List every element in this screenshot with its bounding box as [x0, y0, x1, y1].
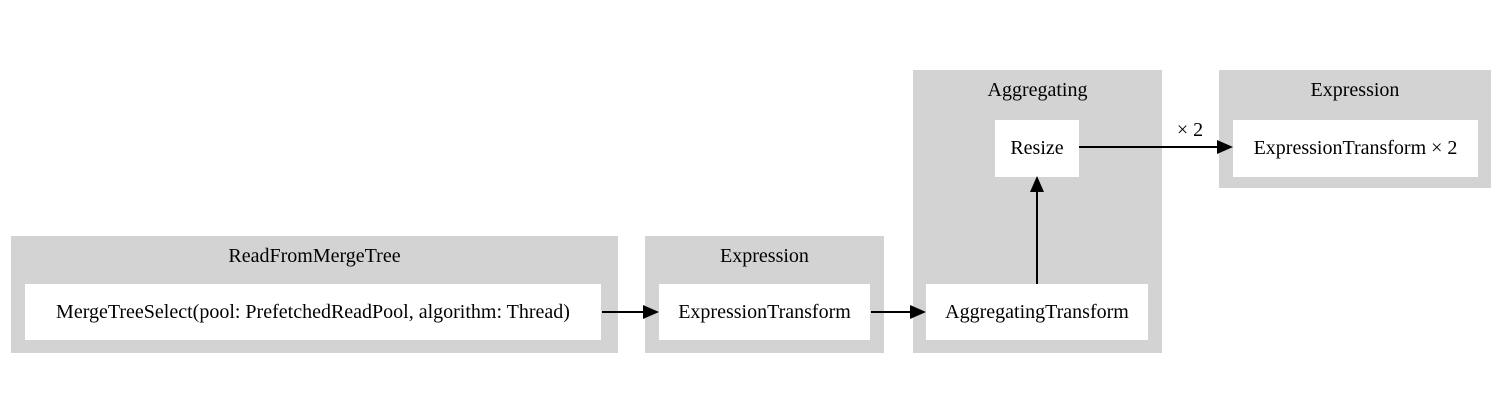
cluster-expression-1: Expression ExpressionTransform — [645, 236, 884, 353]
edge-expressiontransform-to-aggregatingtransform-arrowhead — [910, 305, 926, 319]
edge-label-multiplier: × 2 — [1176, 119, 1204, 141]
cluster-readfrommergetree: ReadFromMergeTree MergeTreeSelect(pool: … — [11, 236, 618, 353]
edge-resize-to-expressiontransform-x2-line — [1079, 146, 1218, 148]
node-aggregatingtransform: AggregatingTransform — [926, 284, 1148, 340]
node-resize: Resize — [995, 120, 1079, 177]
cluster-aggregating: Aggregating Resize AggregatingTransform — [913, 70, 1162, 353]
cluster-aggregating-title: Aggregating — [987, 79, 1088, 101]
node-expressiontransform-x2: ExpressionTransform × 2 — [1233, 120, 1478, 177]
node-mergetreeselect: MergeTreeSelect(pool: PrefetchedReadPool… — [25, 284, 601, 340]
node-expressiontransform: ExpressionTransform — [659, 284, 870, 340]
edge-expressiontransform-to-aggregatingtransform-line — [871, 311, 911, 313]
edge-resize-to-expressiontransform-x2-arrowhead — [1217, 140, 1233, 154]
cluster-expression-2-title: Expression — [1310, 79, 1400, 101]
cluster-readfrommergetree-title: ReadFromMergeTree — [228, 245, 401, 267]
edge-mergetreeselect-to-expressiontransform-arrowhead — [643, 305, 659, 319]
cluster-expression-2: Expression ExpressionTransform × 2 — [1219, 70, 1491, 188]
edge-mergetreeselect-to-expressiontransform-line — [602, 311, 644, 313]
edge-aggregatingtransform-to-resize-line — [1036, 190, 1038, 284]
edge-aggregatingtransform-to-resize-arrowhead — [1030, 176, 1044, 192]
cluster-expression-1-title: Expression — [720, 245, 809, 267]
